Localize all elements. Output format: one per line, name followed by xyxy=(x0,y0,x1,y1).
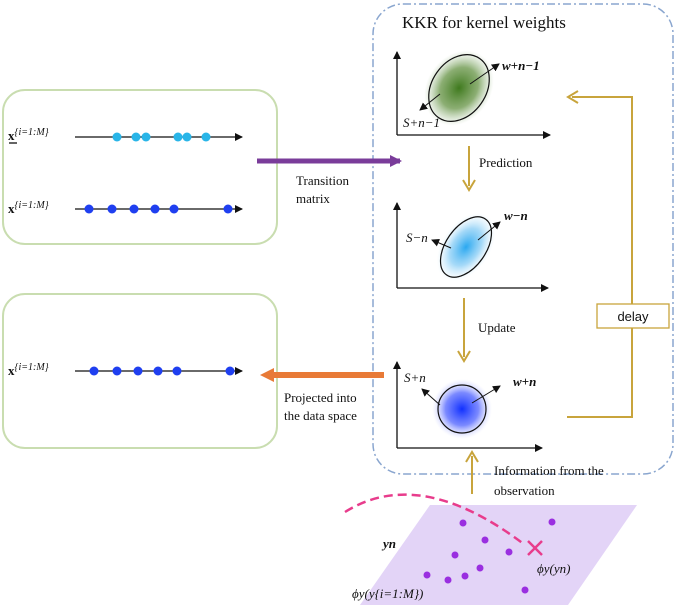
observation-dot xyxy=(444,576,452,584)
observation-dot xyxy=(505,548,513,556)
kkr-title: KKR for kernel weights xyxy=(402,13,566,32)
ensemble-dot xyxy=(201,132,211,142)
plot1-w-label: w+n−1 xyxy=(502,58,540,73)
prediction-label: Prediction xyxy=(479,155,533,170)
ensemble-dot xyxy=(129,204,139,214)
ensemble-panel-bottom xyxy=(2,293,278,449)
observation-cross-icon xyxy=(527,540,543,556)
covariance-ellipse xyxy=(428,54,490,122)
transition-label-2: matrix xyxy=(296,191,330,206)
plot1-s-label: S+n−1 xyxy=(403,115,440,130)
ensemble-dot xyxy=(89,366,99,376)
observation-dot xyxy=(481,536,489,544)
observation-mapping-curve xyxy=(344,493,526,546)
w-arrow xyxy=(477,221,501,241)
transition-label-1: Transition xyxy=(296,173,349,188)
observation-dot xyxy=(548,518,556,526)
ensemble-dot xyxy=(169,204,179,214)
blue-dots-bottom xyxy=(89,366,235,376)
ensemble-label-underlined: x{i=1:M} xyxy=(8,127,49,143)
observation-dot xyxy=(461,572,469,580)
plot2-w-label: w−n xyxy=(504,208,528,223)
information-label-1: Information from the xyxy=(494,463,604,478)
observation-dot xyxy=(521,586,529,594)
ensemble-dot xyxy=(112,366,122,376)
plot-prior: S−n w−n xyxy=(393,202,549,292)
delay-label: delay xyxy=(617,309,649,324)
update-label: Update xyxy=(478,320,516,335)
ensemble-dot xyxy=(150,204,160,214)
observation-dot xyxy=(451,551,459,559)
ensemble-dot xyxy=(223,204,233,214)
s-arrow xyxy=(419,93,441,111)
ensemble-dot xyxy=(173,132,183,142)
ensemble-dot xyxy=(153,366,163,376)
plot-posterior: S+n w+n xyxy=(393,361,543,452)
projected-label-1: Projected into xyxy=(284,390,357,405)
w-arrow xyxy=(471,385,501,404)
plot-posterior-previous: S+n−1 w+n−1 xyxy=(393,50,551,139)
plot2-s-label: S−n xyxy=(406,230,428,245)
ensemble-dot xyxy=(225,366,235,376)
delay-loop-arrow xyxy=(566,90,633,418)
ensemble-dot xyxy=(84,204,94,214)
ensemble-dot xyxy=(141,132,151,142)
s-arrow xyxy=(421,388,441,406)
observation-dot xyxy=(459,519,467,527)
plot3-w-label: w+n xyxy=(513,374,536,389)
blue-dots-top xyxy=(84,204,233,214)
light-blue-dots xyxy=(112,132,211,142)
phi-y-n-label: ϕy(yn) xyxy=(537,561,570,576)
projected-ensemble-label: x{i=1:M} xyxy=(8,362,49,378)
ensemble-dot xyxy=(131,132,141,142)
ensemble-dot xyxy=(172,366,182,376)
phi-y-all-label: ϕy(y{i=1:M}) xyxy=(352,586,423,601)
ensemble-dot xyxy=(133,366,143,376)
ensemble-dot xyxy=(107,204,117,214)
observation-dot xyxy=(423,571,431,579)
w-arrow xyxy=(469,63,500,85)
observation-dots xyxy=(423,518,556,594)
kkr-region xyxy=(372,3,674,475)
covariance-ellipse xyxy=(439,216,493,278)
observation-plane xyxy=(360,505,637,605)
ensemble-label: x{i=1:M} xyxy=(8,200,49,216)
ensemble-dot xyxy=(112,132,122,142)
delay-box xyxy=(596,303,670,329)
covariance-glow xyxy=(424,50,494,126)
covariance-circle xyxy=(437,384,487,434)
y-n-label: yn xyxy=(381,536,396,551)
covariance-glow xyxy=(432,379,492,439)
observation-dot xyxy=(476,564,484,572)
s-arrow xyxy=(431,239,452,249)
plot3-s-label: S+n xyxy=(404,370,426,385)
ensemble-panel-top xyxy=(2,89,278,245)
covariance-glow xyxy=(436,212,496,282)
projected-label-2: the data space xyxy=(284,408,357,423)
information-label-2: observation xyxy=(494,483,555,498)
ensemble-dot xyxy=(182,132,192,142)
